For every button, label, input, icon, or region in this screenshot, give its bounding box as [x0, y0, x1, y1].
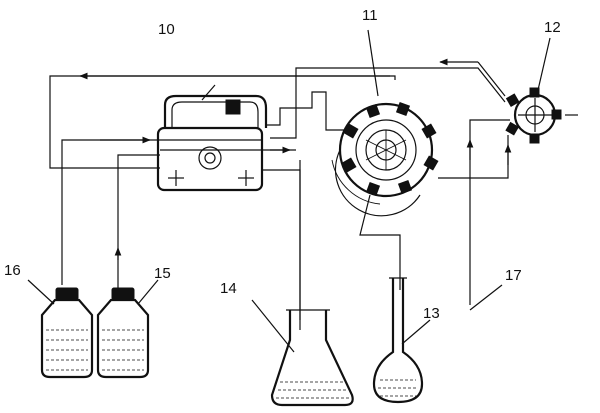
pump-body [156, 126, 264, 192]
flask13-body [372, 278, 424, 404]
tube-bottle16 [61, 139, 160, 285]
peristaltic-pump [156, 84, 268, 192]
pump-head [163, 94, 268, 128]
tubing [49, 58, 578, 330]
tube-12-upper [477, 61, 506, 97]
label-11: 11 [362, 7, 378, 24]
bottle15-body [96, 298, 150, 379]
leader-17 [469, 284, 503, 311]
tube-pump-to-14 [262, 169, 301, 330]
label-14: 14 [220, 280, 237, 297]
tube-11-to-13 [359, 194, 401, 290]
injection-valve [505, 37, 562, 144]
leader-12 [537, 37, 551, 91]
waste-flask [251, 299, 354, 407]
label-15: 15 [154, 265, 171, 282]
reagent-bottle-15 [96, 279, 159, 379]
leader-14 [251, 299, 295, 353]
label-10: 10 [158, 21, 175, 38]
tube-pump-to-11 [265, 91, 348, 131]
tube-17 [469, 119, 510, 305]
tube-11-to-12 [438, 135, 509, 179]
label-16: 16 [4, 262, 21, 279]
leader-10 [201, 84, 216, 101]
leader-11 [367, 29, 379, 97]
label-12: 12 [544, 19, 561, 36]
flask14-body [270, 310, 354, 407]
leader-15 [137, 279, 159, 305]
label-13: 13 [423, 305, 440, 322]
reagent-bottle-16 [27, 279, 94, 379]
multiport-valve [331, 29, 439, 217]
volumetric-flask [372, 277, 431, 404]
label-17: 17 [505, 267, 522, 284]
tube-12-to-top [270, 67, 506, 139]
tube-top-return [49, 75, 396, 169]
pump-clamp [225, 99, 241, 115]
leader-13 [401, 319, 431, 345]
bottle16-body [40, 298, 94, 379]
leader-16 [27, 279, 55, 305]
tube-bottle15 [117, 154, 160, 290]
pump-rotor [198, 146, 222, 170]
